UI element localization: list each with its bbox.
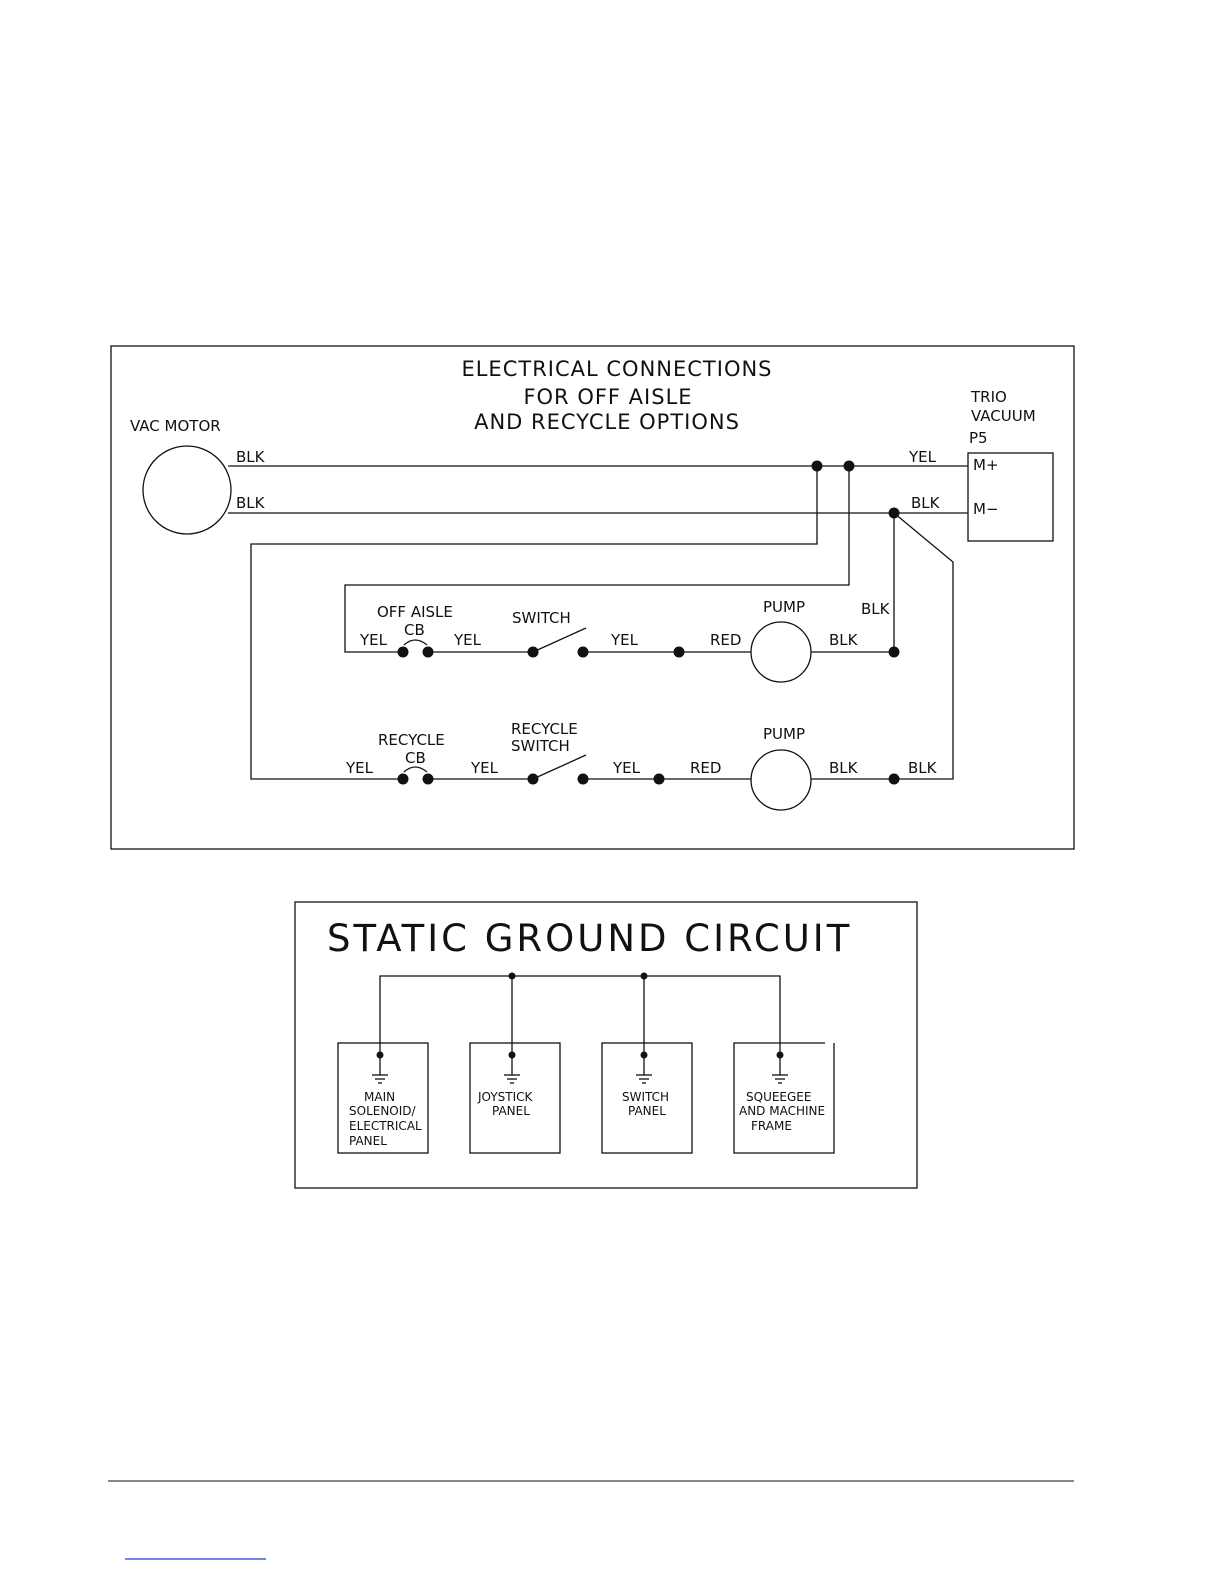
offaisle-cb-arc — [403, 639, 428, 646]
wire-label-blk: BLK — [236, 494, 266, 512]
panel-label-switch-2: PANEL — [628, 1104, 666, 1118]
ground-symbol-squeegee — [772, 1055, 788, 1084]
offaisle-pump-symbol — [750, 621, 812, 683]
trio-label-3: P5 — [969, 429, 988, 447]
ground-symbol-joystick — [504, 1055, 520, 1084]
recycle-pump-symbol — [750, 749, 812, 811]
wire-label-blk: BLK — [236, 448, 266, 466]
trio-label-2: VACUUM — [971, 407, 1036, 425]
wire-label-yel: YEL — [359, 631, 388, 649]
recycle-label: RECYCLE — [378, 731, 445, 749]
wire-drop-1 — [250, 466, 818, 780]
panel-box-joystick — [469, 1042, 561, 1154]
wire-label-blk: BLK — [908, 759, 938, 777]
wire-label-yel: YEL — [908, 448, 937, 466]
panel-box-squeegee — [733, 1042, 835, 1154]
diagram1-title-line1: ELECTRICAL CONNECTIONS — [461, 357, 772, 381]
terminal-m-plus: M+ — [973, 456, 999, 474]
wire-label-red: RED — [690, 759, 721, 777]
offaisle-label: OFF AISLE — [377, 603, 453, 621]
panel-label-joystick-1: JOYSTICK — [477, 1090, 534, 1104]
recycle-switch-label-1: RECYCLE — [511, 720, 578, 738]
wire-drop-2 — [344, 466, 850, 653]
wire-label-yel: YEL — [453, 631, 482, 649]
trio-vacuum-box — [967, 452, 1054, 542]
ground-symbol-main — [372, 1055, 388, 1084]
panel-label-squeegee-1: SQUEEGEE — [746, 1090, 811, 1104]
terminal-m-minus: M− — [973, 500, 999, 518]
static-ground-frame — [294, 901, 918, 1189]
diagram1-title-line3: AND RECYCLE OPTIONS — [474, 410, 740, 434]
wire-label-blk: BLK — [829, 759, 859, 777]
wire-label-blk: BLK — [829, 631, 859, 649]
recycle-cb-arc — [403, 766, 428, 773]
junction-dots — [376, 460, 900, 1059]
panel-label-main-3: ELECTRICAL — [349, 1119, 422, 1133]
diagram1-title-line2: FOR OFF AISLE — [523, 385, 692, 409]
panel-box-main — [337, 1042, 429, 1154]
vac-motor-label: VAC MOTOR — [130, 417, 221, 435]
panel-label-squeegee-2: AND MACHINE — [739, 1104, 825, 1118]
wire-label-blk: BLK — [911, 494, 941, 512]
wire-label-yel: YEL — [470, 759, 499, 777]
offaisle-cb-label: CB — [404, 621, 425, 639]
panel-label-squeegee-3: FRAME — [751, 1119, 792, 1133]
trio-label-1: TRIO — [970, 388, 1007, 406]
ground-bus — [379, 975, 781, 1055]
wire-label-red: RED — [710, 631, 741, 649]
recycle-cb-label: CB — [405, 749, 426, 767]
static-ground-title: STATIC GROUND CIRCUIT — [327, 917, 852, 960]
recycle-pump-label: PUMP — [763, 725, 805, 743]
wire-label-blk: BLK — [861, 600, 891, 618]
panel-label-main-4: PANEL — [349, 1134, 387, 1148]
wire-label-yel: YEL — [345, 759, 374, 777]
panel-label-main-1: MAIN — [364, 1090, 395, 1104]
recycle-switch-label-2: SWITCH — [511, 737, 570, 755]
wire-label-yel: YEL — [610, 631, 639, 649]
offaisle-pump-label: PUMP — [763, 598, 805, 616]
panel-label-switch-1: SWITCH — [622, 1090, 669, 1104]
ground-symbol-switch — [636, 1055, 652, 1084]
wire-blk-return-2 — [893, 512, 954, 780]
panel-label-joystick-2: PANEL — [492, 1104, 530, 1118]
electrical-connections-frame — [110, 345, 1075, 850]
panel-box-switch — [601, 1042, 693, 1154]
offaisle-switch-blade — [532, 627, 587, 653]
vac-motor-symbol — [142, 445, 232, 535]
wire-label-yel: YEL — [612, 759, 641, 777]
offaisle-switch-label: SWITCH — [512, 609, 571, 627]
panel-label-main-2: SOLENOID/ — [349, 1104, 417, 1118]
recycle-switch-blade — [532, 754, 587, 780]
